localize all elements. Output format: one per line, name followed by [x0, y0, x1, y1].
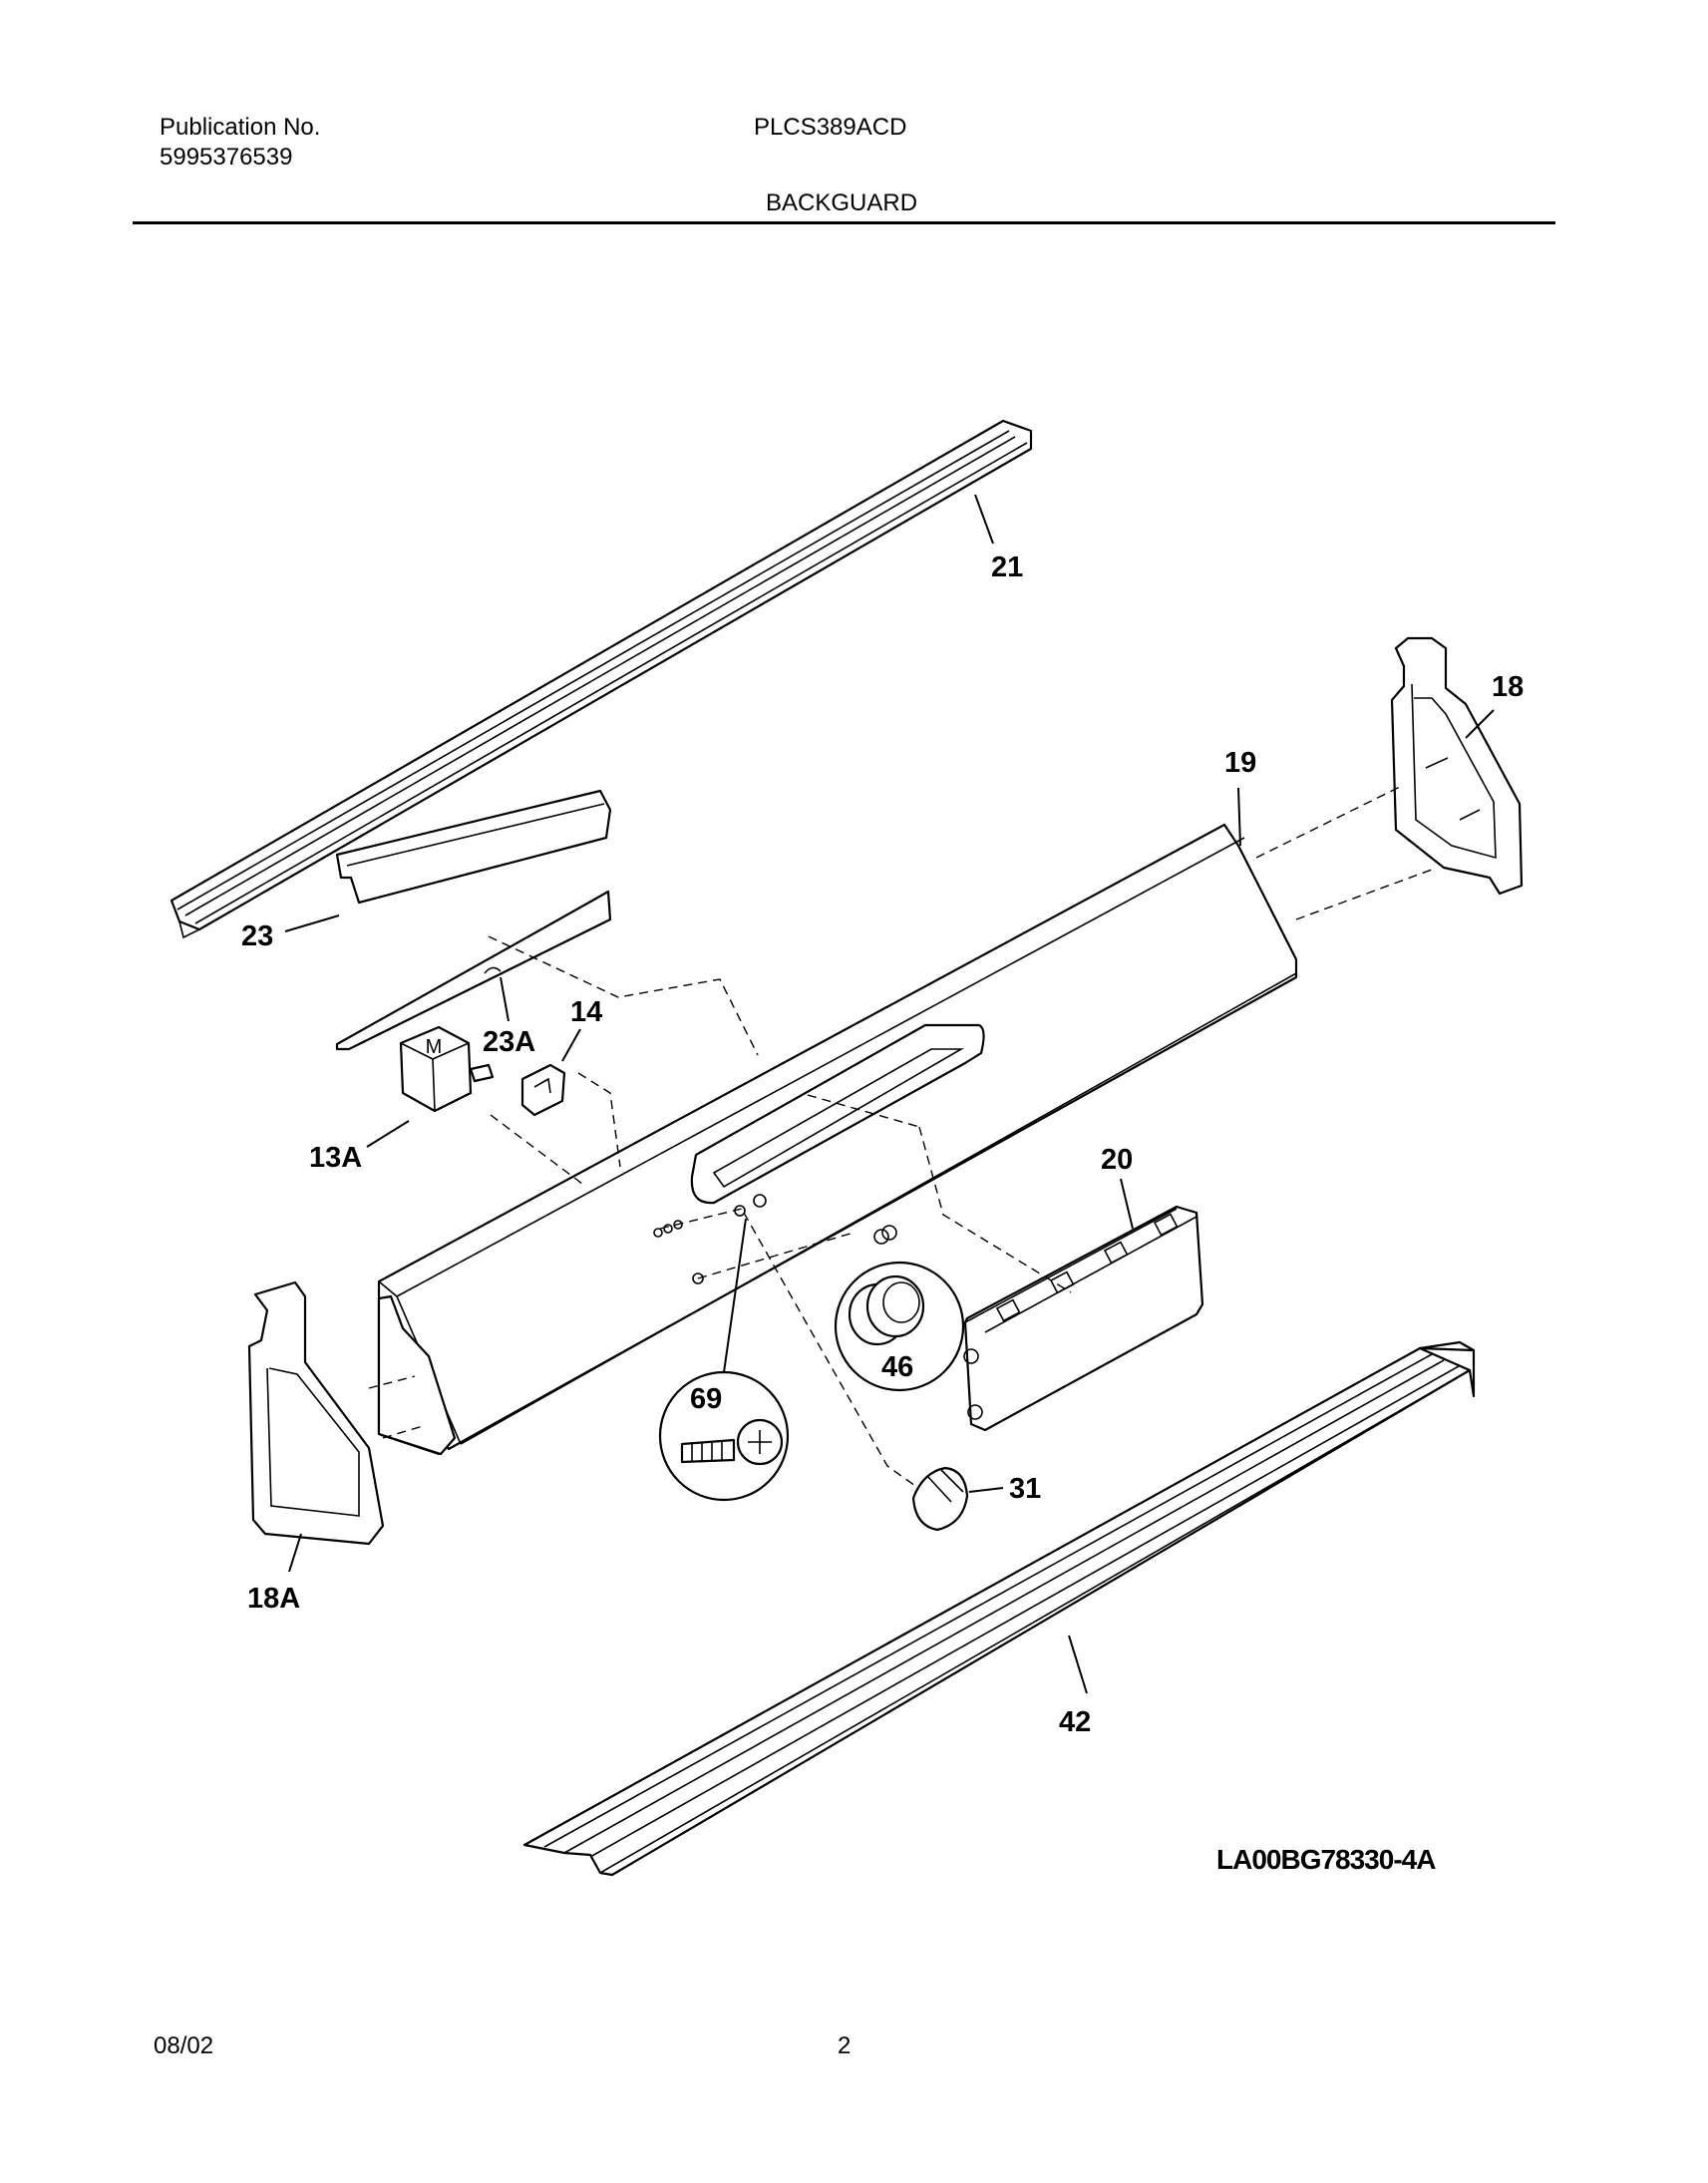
part-18-right-end-cap — [1390, 636, 1524, 896]
part-69-screw-detail — [658, 1370, 790, 1502]
callout-31: 31 — [1009, 1473, 1041, 1505]
callout-42: 42 — [1059, 1706, 1091, 1738]
leader-31 — [968, 1487, 1004, 1493]
drawing-code: LA00BG78330-4A — [1216, 1844, 1436, 1875]
part-14-clip — [520, 1063, 566, 1117]
part-13a-switch-box: M — [399, 1025, 495, 1113]
leader-23a — [500, 976, 510, 1022]
callout-18a: 18A — [247, 1583, 300, 1615]
part-42-bottom-trim — [522, 1340, 1476, 1877]
leader-21 — [974, 494, 994, 545]
leader-14 — [561, 1028, 581, 1062]
callout-69: 69 — [690, 1383, 722, 1415]
part-21-top-trim — [170, 419, 1033, 939]
page-number: 2 — [838, 2032, 852, 2059]
callout-19: 19 — [1224, 747, 1256, 779]
part-18a-left-end-cap — [247, 1280, 385, 1546]
section-title: BACKGUARD — [766, 189, 918, 216]
svg-text:M: M — [426, 1036, 443, 1058]
part-46-button-detail — [834, 1261, 965, 1392]
model-number: PLCS389ACD — [754, 114, 907, 141]
callout-14: 14 — [570, 996, 602, 1028]
leader-42 — [1068, 1635, 1088, 1694]
part-20-control-board — [963, 1205, 1204, 1432]
callout-13a: 13A — [309, 1142, 362, 1174]
assembly-guide-lines — [368, 785, 1433, 1487]
leader-18 — [1465, 709, 1495, 739]
part-23a-bracket — [335, 890, 612, 1051]
callout-46: 46 — [881, 1351, 913, 1383]
leader-20 — [1120, 1178, 1134, 1230]
leader-18a — [288, 1533, 302, 1573]
footer-date: 08/02 — [154, 2032, 214, 2059]
callout-20: 20 — [1101, 1144, 1133, 1176]
leader-19 — [1237, 787, 1241, 847]
leader-69 — [723, 1218, 747, 1373]
header-rule — [133, 221, 1555, 224]
part-23-bracket — [335, 789, 612, 905]
callout-23a: 23A — [483, 1026, 535, 1058]
leader-23 — [284, 914, 340, 932]
callout-21: 21 — [991, 551, 1023, 583]
publication-number: 5995376539 — [160, 144, 293, 171]
publication-label: Publication No. — [160, 114, 321, 141]
callout-18: 18 — [1492, 671, 1524, 703]
part-31-knob — [911, 1466, 969, 1532]
part-19-control-panel — [377, 823, 1298, 1456]
leader-13a — [366, 1120, 410, 1148]
callout-23: 23 — [241, 920, 273, 952]
